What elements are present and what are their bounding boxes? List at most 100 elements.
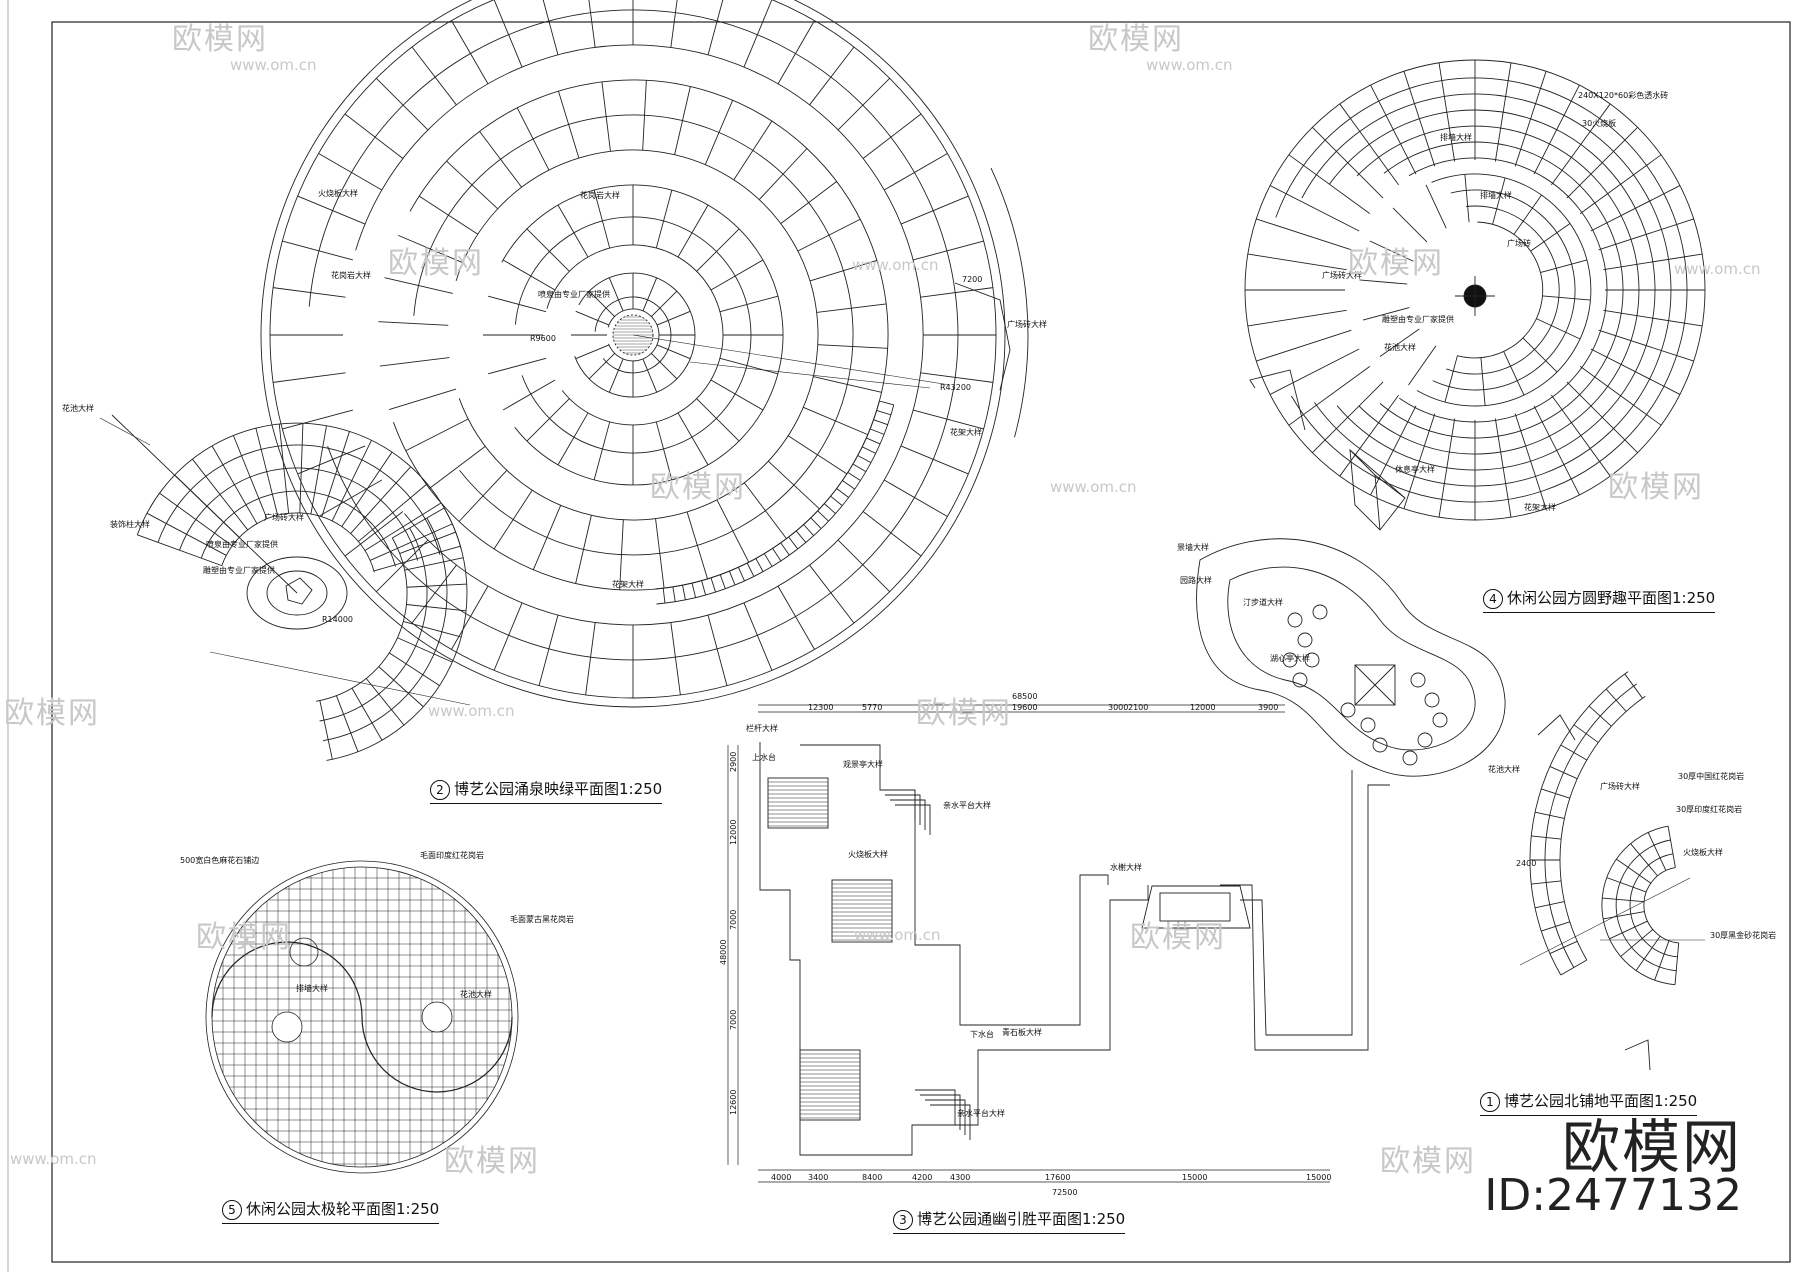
pavilion-2	[831, 879, 893, 943]
radial-joint	[479, 131, 523, 188]
paving-ring	[1416, 173, 1592, 407]
pavilion-ridge	[1354, 664, 1396, 706]
stair-step	[915, 1089, 956, 1125]
radial-joint	[1438, 62, 1456, 162]
label-flowerbed-3: 花池大样	[1488, 764, 1520, 774]
plan5-title: 休闲公园太极轮平面图1:250	[246, 1200, 440, 1218]
plan2-title: 博艺公园涌泉映绿平面图1:250	[454, 780, 663, 798]
fan-joint	[299, 423, 304, 514]
pavilion-1	[767, 777, 829, 829]
radial-joint	[883, 153, 948, 191]
fan-joint	[1549, 940, 1578, 954]
radial-joint	[411, 564, 457, 624]
fan-joint	[397, 637, 453, 663]
radial-joint	[797, 218, 861, 252]
watermark-id: ID:2477132	[1484, 1170, 1742, 1221]
plaza-joint	[1635, 935, 1661, 971]
watermark-url: www.om.cn	[1146, 56, 1233, 74]
fan-joint	[369, 523, 453, 561]
label-lake-pavilion: 湖心亭大样	[1270, 653, 1310, 663]
radial-joint	[516, 107, 550, 171]
fan-joint	[365, 678, 405, 726]
pergola-slat	[803, 524, 814, 536]
pavilion-3	[799, 1049, 861, 1121]
fan-joint	[1531, 835, 1562, 840]
plaza-joint	[1620, 929, 1654, 957]
stair-step	[885, 794, 921, 825]
watermark-brand: 欧模网	[650, 470, 746, 505]
fan-ring	[136, 422, 462, 550]
pergola-slat	[788, 536, 799, 550]
stair-step	[880, 789, 916, 820]
radial-joint	[803, 406, 868, 436]
plaza-joint	[1603, 911, 1645, 920]
radial-joint	[780, 181, 837, 225]
radial-joint	[1403, 71, 1436, 167]
label-granite-2: 花岗岩大样	[580, 190, 620, 200]
radial-joint	[575, 344, 610, 360]
fan-joint	[406, 583, 467, 588]
radial-joint	[376, 539, 429, 592]
plan1-title: 博艺公园北铺地平面图1:250	[1504, 1092, 1698, 1110]
plaza-joint	[1667, 826, 1676, 868]
fan-joint	[159, 492, 233, 547]
fan-joint	[378, 666, 424, 708]
label-mongolia-black: 毛面蒙古黑花岗岩	[510, 914, 574, 924]
watermark-url: www.om.cn	[230, 56, 317, 74]
radial-joint	[1590, 348, 1681, 395]
stepping-stone	[1297, 632, 1313, 648]
radial-joint	[1579, 366, 1662, 426]
dim-2400: 2400	[1516, 859, 1536, 868]
radial-joint	[1494, 418, 1512, 518]
stair-step	[925, 1099, 966, 1135]
label-plaza-brick: 广场砖大样	[1007, 319, 1047, 329]
stepping-stone	[1432, 712, 1448, 728]
label-india-red-5: 毛面印度红花岗岩	[420, 850, 484, 860]
radial-joint	[446, 160, 499, 210]
label-pergola-4: 花架大样	[1524, 502, 1556, 512]
lake-inner	[1227, 566, 1476, 751]
pergola-slat	[857, 455, 872, 463]
radial-joint	[389, 388, 457, 410]
radial-joint	[651, 353, 678, 380]
plaza-joint	[1606, 877, 1647, 893]
fan-end	[1537, 714, 1576, 741]
radial-joint	[538, 615, 559, 686]
taiji-eye-yang	[271, 1011, 303, 1043]
fan-joint	[392, 507, 445, 539]
label-plaza-brick-1: 广场砖大样	[1600, 781, 1640, 791]
pergola-slat	[866, 437, 881, 445]
waterside-pavilion	[1141, 885, 1251, 929]
waterside-roof	[1159, 892, 1231, 922]
radial-joint	[1425, 184, 1447, 229]
radial-joint	[743, 482, 787, 539]
dim-bot-2: 3400	[808, 1173, 828, 1182]
radial-joint	[696, 228, 740, 272]
radial-joint	[1438, 418, 1456, 518]
path-edge-b	[800, 744, 1109, 1026]
radial-joint	[913, 409, 984, 430]
label-pergola-2: 花架大样	[612, 579, 644, 589]
fan-ring-lower	[316, 537, 408, 702]
fan-joint	[1549, 766, 1578, 780]
pergola-slat	[817, 510, 829, 522]
entry-band	[1249, 369, 1306, 431]
radial-joint	[593, 189, 611, 249]
fan-edge	[111, 414, 298, 594]
watermark-brand: 欧模网	[1088, 22, 1184, 57]
dim-top-7: 3900	[1258, 703, 1278, 712]
radial-joint	[1514, 413, 1547, 509]
fan-joint	[1588, 705, 1612, 727]
external-band	[954, 282, 1011, 391]
radial-joint	[1370, 84, 1417, 175]
pergola-slat	[719, 574, 726, 589]
radial-joint	[710, 379, 764, 411]
fan-joint	[146, 512, 227, 556]
fan-joint	[350, 466, 412, 534]
dim-r14000: R14000	[322, 615, 353, 624]
path-edge-a	[759, 742, 1149, 1156]
radial-joint	[487, 357, 547, 375]
paving-ring	[1379, 141, 1624, 439]
label-pergola: 花架大样	[950, 427, 982, 437]
plan5-labels: 500宽白色麻花石铺边 毛面印度红花岗岩 毛面蒙古黑花岗岩 排墙大样 花池大样	[180, 850, 574, 999]
